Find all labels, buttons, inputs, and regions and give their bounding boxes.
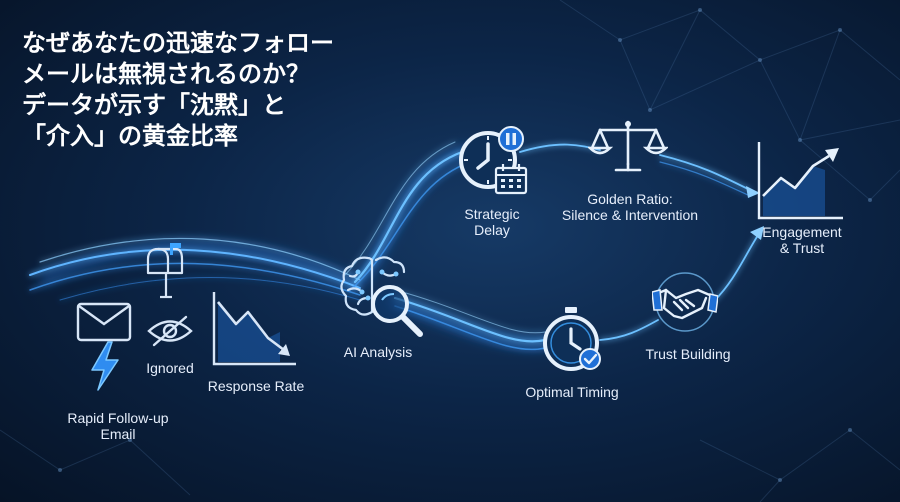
calendar-icon xyxy=(494,164,528,195)
growth-chart-icon xyxy=(757,142,843,220)
timer-check-icon xyxy=(543,307,601,371)
balance-scale-icon xyxy=(588,120,668,172)
pause-icon xyxy=(498,126,524,152)
label-optimal-timing: Optimal Timing xyxy=(525,384,619,400)
label-rapid-followup: Rapid Follow-up Email xyxy=(67,410,169,442)
page-title: なぜあなたの迅速なフォロー メールは無視されるのか？ データが示す「沈黙」と 「… xyxy=(22,28,402,152)
magnifier-icon xyxy=(371,285,423,337)
flow-streams xyxy=(29,141,761,351)
title-line: なぜあなたの迅速なフォロー xyxy=(22,29,334,57)
lightning-icon xyxy=(91,341,119,391)
flow-arrowheads xyxy=(746,186,764,240)
declining-chart-icon xyxy=(212,292,296,366)
label-response-rate: Response Rate xyxy=(207,378,305,394)
label-engagement-trust: Engagement & Trust xyxy=(762,224,842,256)
label-golden-ratio: Golden Ratio: Silence & Intervention xyxy=(561,191,699,223)
label-strategic-delay: Strategic Delay xyxy=(464,206,520,238)
handshake-icon xyxy=(652,272,718,332)
label-trust-building: Trust Building xyxy=(645,346,731,362)
title-line: データが示す「沈黙」と xyxy=(22,91,286,119)
title-line: メールは無視されるのか？ xyxy=(22,60,310,88)
title-line: 「介入」の黄金比率 xyxy=(22,122,238,150)
eye-slash-icon xyxy=(147,315,193,347)
envelope-icon xyxy=(76,302,132,342)
label-ignored: Ignored xyxy=(146,360,194,376)
label-ai-analysis: AI Analysis xyxy=(343,344,413,360)
mailbox-icon xyxy=(146,243,184,299)
brain-icon xyxy=(340,256,406,316)
